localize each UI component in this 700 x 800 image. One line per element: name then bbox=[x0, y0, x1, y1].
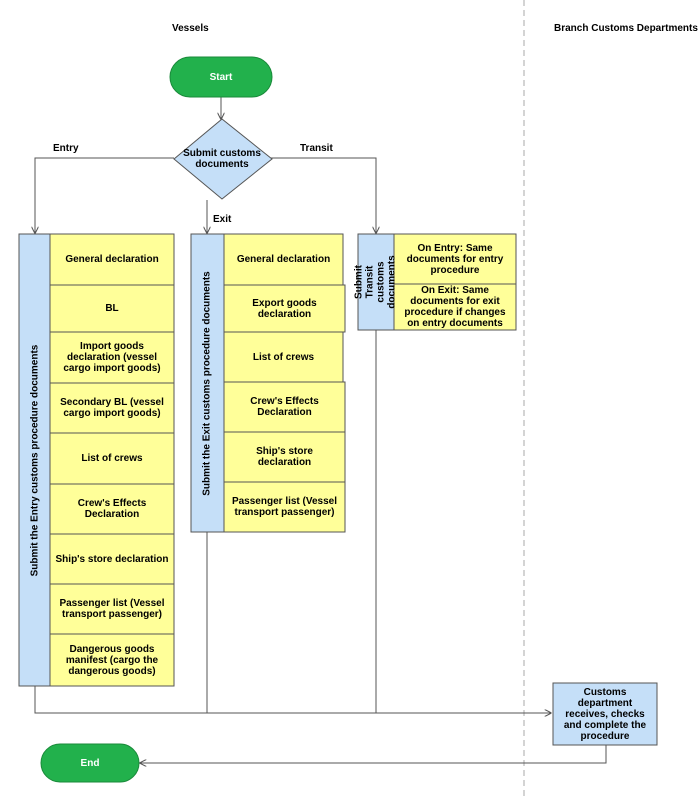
branch-label-exit: Exit bbox=[213, 214, 232, 225]
exit-item: General declaration bbox=[236, 254, 331, 265]
exit-item: Crew's Effects Declaration bbox=[250, 396, 319, 418]
entry-item: List of crews bbox=[81, 453, 143, 464]
start-label: Start bbox=[209, 71, 233, 83]
entry-item: Crew's Effects Declaration bbox=[77, 498, 147, 520]
entry-item: Secondary BL (vessel cargo import goods) bbox=[60, 397, 164, 419]
exit-doc-boxes bbox=[223, 233, 346, 533]
end-label: End bbox=[80, 757, 100, 769]
entry-to-customs-line bbox=[34, 686, 551, 713]
lane-header-branch-customs: Branch Customs Departments bbox=[554, 23, 698, 34]
entry-item: Passenger list (Vessel transport passeng… bbox=[59, 598, 165, 620]
end-terminal bbox=[40, 743, 140, 783]
entry-item: Ship's store declaration bbox=[55, 553, 169, 565]
lane-header-vessels: Vessels bbox=[172, 23, 209, 34]
decision-label: Submit customs documents bbox=[183, 148, 261, 170]
entry-item: General declaration bbox=[65, 254, 159, 265]
customs-to-end-line bbox=[140, 745, 607, 763]
exit-group-title: Submit the Exit customs procedure docume… bbox=[202, 270, 214, 496]
entry-group-title: Submit the Entry customs procedure docum… bbox=[29, 344, 40, 576]
connectors bbox=[34, 97, 607, 763]
transit-branch-line bbox=[271, 157, 376, 233]
transit-group-title: Submit Transit customs documents bbox=[354, 255, 398, 309]
exit-item: Passenger list (Vessel transport passeng… bbox=[231, 496, 338, 518]
entry-item: BL bbox=[105, 303, 119, 314]
branch-label-transit: Transit bbox=[300, 143, 333, 154]
exit-vertical-bar bbox=[190, 233, 225, 533]
transit-item: On Entry: Same documents for entry proce… bbox=[406, 242, 504, 276]
branch-label-entry: Entry bbox=[53, 143, 79, 154]
customs-process-box bbox=[552, 682, 658, 746]
entry-item: Dangerous goods manifest (cargo the dang… bbox=[65, 643, 159, 677]
entry-doc-boxes bbox=[49, 233, 175, 687]
transit-doc-boxes bbox=[393, 233, 517, 331]
exit-item: List of crews bbox=[252, 351, 315, 363]
entry-branch-line bbox=[35, 157, 174, 233]
exit-item: Ship's store declaration bbox=[256, 446, 313, 468]
customs-process-label: Customs department receives, checks and … bbox=[563, 686, 647, 742]
entry-item: Import goods declaration (vessel cargo i… bbox=[63, 341, 161, 374]
exit-item: Export goods declaration bbox=[252, 297, 317, 320]
transit-item: On Exit: Same documents for exit procedu… bbox=[404, 285, 506, 329]
decision-diamond bbox=[173, 118, 273, 200]
transit-vertical-bar bbox=[357, 233, 395, 331]
start-terminal bbox=[169, 56, 273, 98]
